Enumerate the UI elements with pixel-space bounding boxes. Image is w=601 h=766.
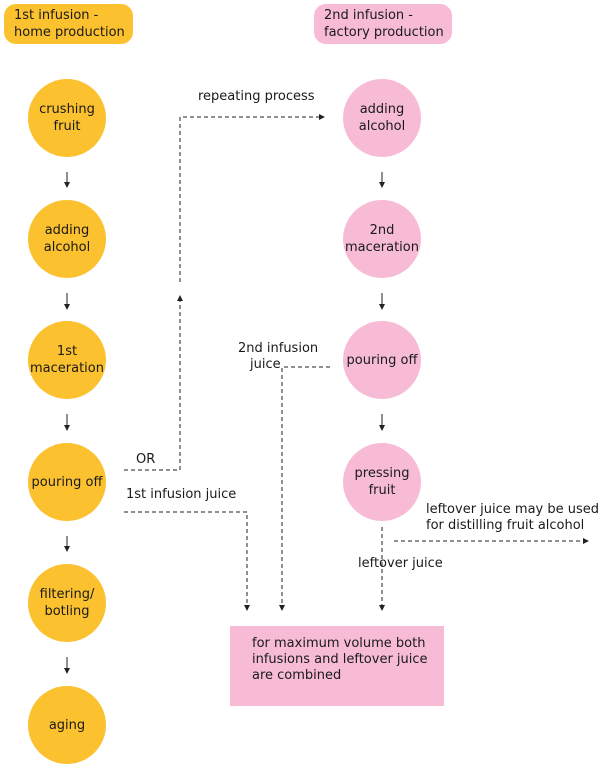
node-label: 1st <box>56 344 78 359</box>
label-line: juice <box>250 357 281 372</box>
dashed-repeating-process-top <box>179 114 325 282</box>
node-label: pressing <box>354 466 410 481</box>
label-line: 2nd infusion <box>238 341 319 356</box>
dashed-2nd-infusion-juice <box>279 366 330 611</box>
dashed-1st-infusion-juice <box>124 511 250 611</box>
node-label: pouring off <box>31 474 103 490</box>
node-label: crushing <box>39 102 95 117</box>
node-label: adding <box>44 223 90 238</box>
label-1st-infusion-juice: 1st infusion juice <box>126 487 237 502</box>
header-line: factory production <box>324 25 444 40</box>
label-line: for distilling fruit alcohol <box>426 518 585 533</box>
node-adding-alcohol-home: adding alcohol <box>28 200 106 278</box>
node-pouring-off-factory: pouring off <box>343 321 421 399</box>
node-label: botling <box>44 604 90 619</box>
node-label: alcohol <box>358 119 406 134</box>
node-label: alcohol <box>43 240 91 255</box>
node-pouring-off-home: pouring off <box>28 443 106 521</box>
header-line: 1st infusion - <box>14 8 99 23</box>
node-2nd-maceration: 2nd maceration <box>343 200 421 278</box>
label-repeating-process: repeating process <box>198 89 315 104</box>
label-2nd-infusion-juice: 2nd infusion juice <box>238 341 318 373</box>
header-line: 2nd infusion - <box>324 8 413 23</box>
box-line: infusions and leftover juice <box>252 652 428 667</box>
dashed-repeating-process <box>124 300 181 471</box>
node-label: 2nd <box>369 223 395 238</box>
label-or: OR <box>136 452 156 467</box>
node-aging: aging <box>28 686 106 764</box>
header-factory-production: 2nd infusion - factory production <box>314 4 452 44</box>
node-label: aging <box>48 717 86 733</box>
node-pressing-fruit: pressing fruit <box>343 443 421 521</box>
node-label: maceration <box>345 240 419 255</box>
box-line: are combined <box>252 668 342 683</box>
node-label: maceration <box>30 361 104 376</box>
combined-result-box: for maximum volume both infusions and le… <box>230 626 444 706</box>
node-label: fruit <box>368 483 396 498</box>
node-filtering-botling: filtering/botling <box>28 564 106 642</box>
node-label: filtering/ <box>39 587 95 602</box>
box-line: for maximum volume both <box>252 636 426 651</box>
label-leftover-juice: leftover juice <box>358 556 443 571</box>
node-crushing-fruit: crushing fruit <box>28 79 106 157</box>
node-label: pouring off <box>346 352 418 368</box>
node-label: adding <box>359 102 405 117</box>
label-leftover-note: leftover juice may be used for distillin… <box>426 502 599 534</box>
node-1st-maceration: 1st maceration <box>28 321 106 399</box>
label-line: leftover juice may be used <box>426 502 600 517</box>
header-home-production: 1st infusion - home production <box>4 4 133 44</box>
node-adding-alcohol-factory: adding alcohol <box>343 79 421 157</box>
node-label: fruit <box>53 119 81 134</box>
header-line: home production <box>14 25 125 40</box>
